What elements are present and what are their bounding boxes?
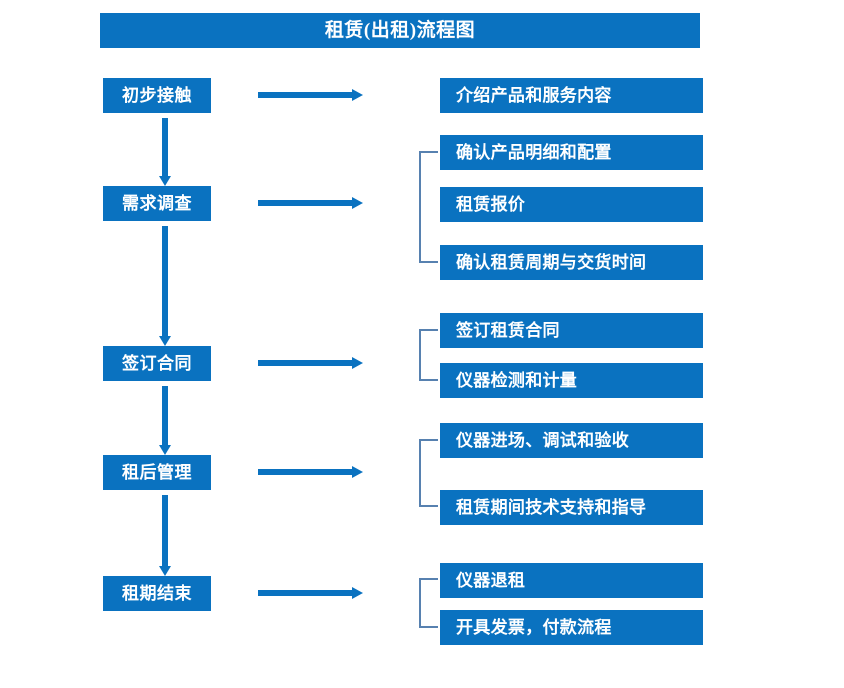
arrow-head — [352, 357, 363, 369]
detail-box-2-1[interactable]: 确认产品明细和配置 — [440, 135, 703, 170]
detail-box-3-1[interactable]: 签订租赁合同 — [440, 313, 703, 348]
arrow-head — [352, 466, 363, 478]
arrow-head — [159, 176, 171, 186]
bracket-group-5 — [419, 578, 438, 628]
arrow-shaft — [162, 495, 168, 566]
arrow-shaft — [258, 469, 353, 475]
arrow-shaft — [162, 386, 168, 445]
right-arrow-icon-2 — [258, 197, 363, 209]
arrow-shaft — [258, 590, 353, 596]
arrow-head — [159, 566, 171, 576]
down-arrow-icon-2 — [159, 226, 171, 346]
detail-box-5-1[interactable]: 仪器退租 — [440, 563, 703, 598]
arrow-head — [159, 336, 171, 346]
bracket-group-3 — [419, 329, 438, 381]
stage-box-1[interactable]: 初步接触 — [103, 78, 211, 113]
page-title: 租赁(出租)流程图 — [100, 13, 700, 48]
arrow-shaft — [162, 226, 168, 336]
arrow-head — [352, 89, 363, 101]
arrow-head — [352, 587, 363, 599]
arrow-shaft — [258, 360, 353, 366]
detail-box-5-2[interactable]: 开具发票，付款流程 — [440, 610, 703, 645]
bracket-group-2 — [419, 151, 438, 263]
stage-box-2[interactable]: 需求调查 — [103, 186, 211, 221]
detail-box-1-1[interactable]: 介绍产品和服务内容 — [440, 78, 703, 113]
detail-box-2-2[interactable]: 租赁报价 — [440, 187, 703, 222]
right-arrow-icon-4 — [258, 466, 363, 478]
down-arrow-icon-1 — [159, 118, 171, 186]
stage-box-4[interactable]: 租后管理 — [103, 455, 211, 490]
bracket-group-4 — [419, 439, 438, 507]
arrow-shaft — [258, 200, 353, 206]
detail-box-4-2[interactable]: 租赁期间技术支持和指导 — [440, 490, 703, 525]
detail-box-2-3[interactable]: 确认租赁周期与交货时间 — [440, 245, 703, 280]
right-arrow-icon-5 — [258, 587, 363, 599]
stage-box-5[interactable]: 租期结束 — [103, 576, 211, 611]
down-arrow-icon-4 — [159, 495, 171, 576]
down-arrow-icon-3 — [159, 386, 171, 455]
detail-box-4-1[interactable]: 仪器进场、调试和验收 — [440, 423, 703, 458]
detail-box-3-2[interactable]: 仪器检测和计量 — [440, 363, 703, 398]
stage-box-3[interactable]: 签订合同 — [103, 346, 211, 381]
right-arrow-icon-3 — [258, 357, 363, 369]
arrow-shaft — [258, 92, 353, 98]
arrow-shaft — [162, 118, 168, 176]
arrow-head — [159, 445, 171, 455]
arrow-head — [352, 197, 363, 209]
right-arrow-icon-1 — [258, 89, 363, 101]
